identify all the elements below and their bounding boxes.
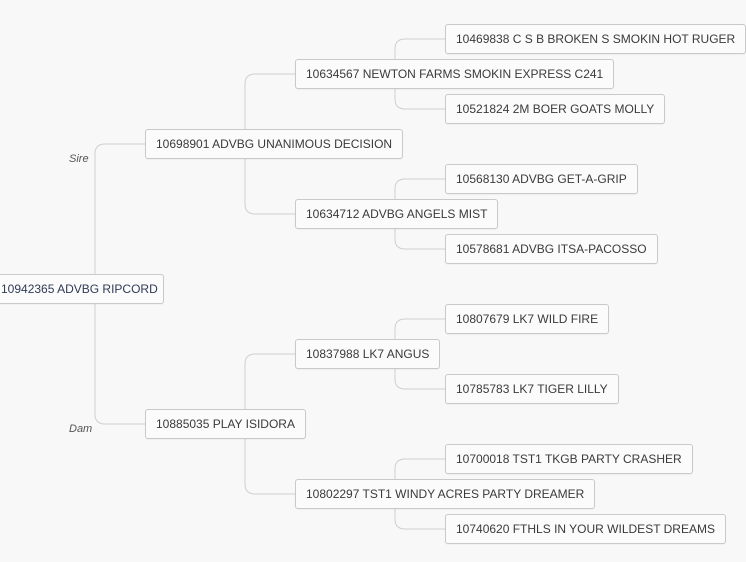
great-grandparent-node[interactable]: 10700018 TST1 TKGB PARTY CRASHER (445, 444, 693, 474)
great-grandparent-node[interactable]: 10469838 C S B BROKEN S SMOKIN HOT RUGER (445, 24, 746, 54)
connector-sd-sire (394, 178, 445, 199)
connector-dam-sire (244, 353, 295, 409)
great-grandparent-node[interactable]: 10785783 LK7 TIGER LILLY (445, 374, 619, 404)
connector-root-sire (94, 143, 145, 274)
pedigree-tree: Sire Dam 10942365 ADVBG RIPCORD 10698901… (0, 24, 746, 544)
sire-node[interactable]: 10698901 ADVBG UNANIMOUS DECISION (145, 129, 404, 159)
connector-sire-sire (244, 73, 295, 129)
great-grandparent-node[interactable]: 10568130 ADVBG GET-A-GRIP (445, 164, 638, 194)
connector-ss-sire (394, 38, 445, 59)
subject-animal-node[interactable]: 10942365 ADVBG RIPCORD (0, 274, 164, 304)
sire-edge-label: Sire (69, 153, 89, 165)
connector-dam-dam (244, 439, 295, 495)
maternal-granddam-node[interactable]: 10802297 TST1 WINDY ACRES PARTY DREAMER (295, 479, 596, 509)
connector-ds-sire (394, 318, 445, 339)
great-grandparent-node[interactable]: 10740620 FTHLS IN YOUR WILDEST DREAMS (445, 514, 726, 544)
great-grandparent-node[interactable]: 10578681 ADVBG ITSA-PACOSSO (445, 234, 658, 264)
tree-connectors (94, 38, 445, 530)
dam-edge-label: Dam (69, 423, 93, 435)
connector-root-dam (94, 304, 145, 425)
connector-sd-dam (394, 229, 445, 250)
connector-dd-sire (394, 458, 445, 479)
connector-ds-dam (394, 369, 445, 390)
dam-node[interactable]: 10885035 PLAY ISIDORA (145, 409, 306, 439)
paternal-granddam-node[interactable]: 10634712 ADVBG ANGELS MIST (295, 199, 499, 229)
great-grandparent-node[interactable]: 10807679 LK7 WILD FIRE (445, 304, 610, 334)
great-grandparent-node[interactable]: 10521824 2M BOER GOATS MOLLY (445, 94, 666, 124)
maternal-grandsire-node[interactable]: 10837988 LK7 ANGUS (295, 339, 441, 369)
paternal-grandsire-node[interactable]: 10634567 NEWTON FARMS SMOKIN EXPRESS C24… (295, 59, 615, 89)
connector-dd-dam (394, 509, 445, 530)
connector-sire-dam (244, 159, 295, 215)
connector-ss-dam (394, 89, 445, 110)
